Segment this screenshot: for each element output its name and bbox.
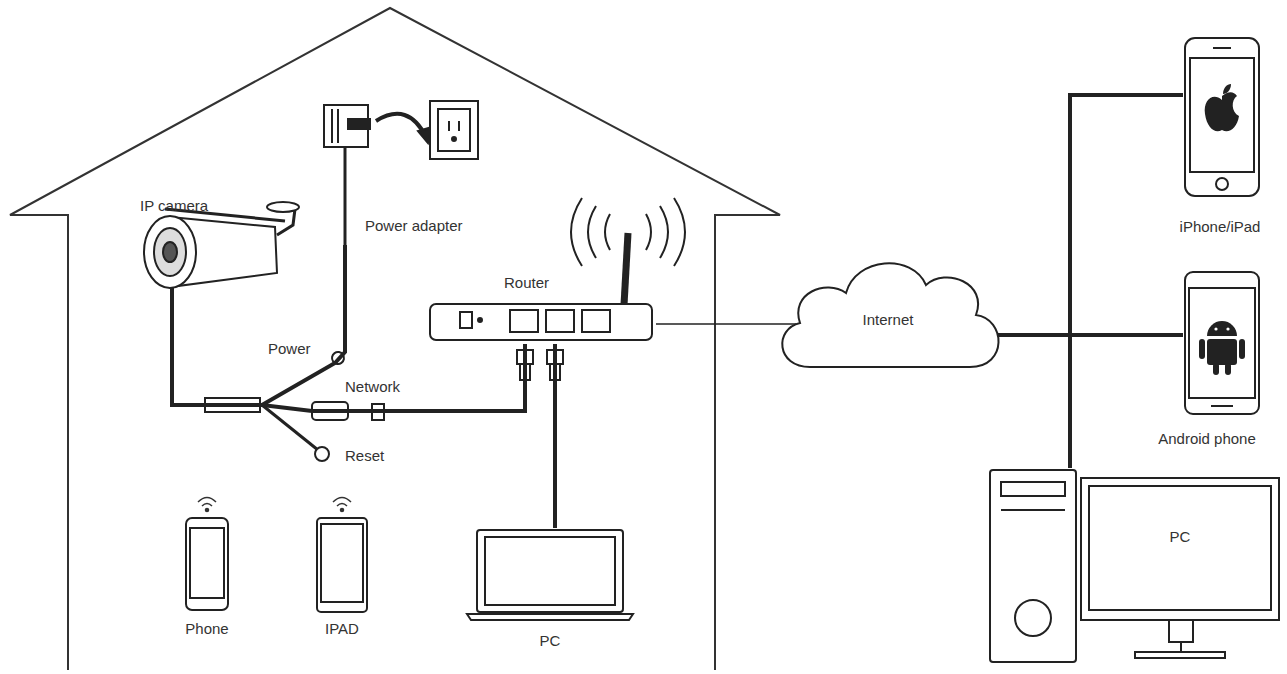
device-label: Android phone: [1158, 430, 1256, 448]
laptop-drawing: [465, 528, 635, 648]
router-node: Router: [428, 272, 656, 344]
router-antenna: [571, 198, 685, 305]
cable-label: Power: [268, 340, 311, 358]
house-outline: [10, 8, 780, 670]
cable-connector: [998, 95, 1183, 335]
device-label: PC: [1170, 528, 1191, 546]
device-label: iPhone/iPad: [1180, 218, 1261, 236]
device-label: PC: [540, 632, 561, 650]
phone-node: Phone: [170, 492, 245, 642]
power-adapter-node: Power adapter: [318, 95, 518, 245]
internet-cloud-node: Internet: [770, 245, 1007, 387]
device-label: IP camera: [140, 197, 208, 215]
cable-label: Network: [345, 378, 400, 396]
android-phone-node: Android phone: [1183, 270, 1283, 455]
device-label: Internet: [863, 311, 914, 329]
iphone-ipad-drawing: [1183, 32, 1283, 242]
tablet-node: IPAD: [300, 492, 385, 642]
cable-connector: [998, 335, 1070, 468]
desktop-pc-drawing: [985, 468, 1285, 668]
desktop-pc-node: PC: [985, 468, 1285, 668]
iphone-ipad-node: iPhone/iPad: [1183, 32, 1283, 242]
cable-label: Reset: [345, 447, 384, 465]
device-label: IPAD: [325, 620, 359, 638]
device-label: Router: [504, 274, 549, 292]
cable-connector: [172, 300, 525, 411]
tablet-drawing: [300, 492, 385, 642]
ip-camera-node: IP camera: [125, 195, 300, 300]
cable-connector: [553, 344, 557, 528]
android-phone-drawing: [1183, 270, 1283, 455]
device-label: Phone: [185, 620, 228, 638]
cable-connector: [656, 323, 796, 325]
device-label: Power adapter: [365, 217, 463, 235]
laptop-node: PC: [465, 528, 635, 648]
phone-drawing: [170, 492, 245, 642]
